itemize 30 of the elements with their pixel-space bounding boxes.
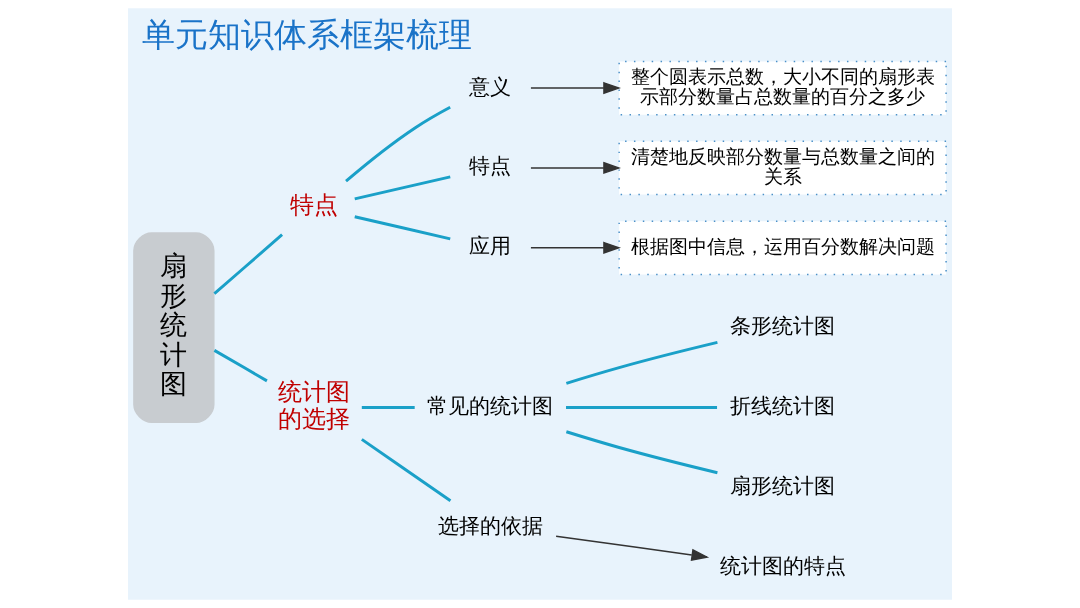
connector <box>213 233 284 295</box>
connector <box>361 406 415 410</box>
connector <box>566 406 718 410</box>
node-text: 特点 <box>290 191 339 220</box>
node-text: 折线统计图 <box>730 394 836 419</box>
node-text: 意义 <box>469 74 512 99</box>
diagram-title: 单元知识体系框架梳理 <box>142 16 472 54</box>
node-box: 整个圆表示总数，大小不同的扇形表示部分数量占总数量的百分之多少 <box>618 60 947 116</box>
connector <box>354 215 451 241</box>
arrow <box>555 535 710 562</box>
arrow <box>530 161 621 175</box>
arrow <box>530 81 621 95</box>
node-text: 选择的依据 <box>437 513 543 538</box>
node-text: 统计图的特点 <box>719 553 846 578</box>
connector <box>565 340 718 385</box>
connector <box>213 349 268 383</box>
node-text: 统计图的选择 <box>278 377 351 433</box>
node-box: 扇形统计图 <box>133 232 215 424</box>
arrow <box>530 241 621 254</box>
connector <box>360 438 452 502</box>
node-text: 条形统计图 <box>730 314 836 339</box>
node-box: 清楚地反映部分数量与总数量之间的关系 <box>618 140 947 196</box>
node-box: 根据图中信息，运用百分数解决问题 <box>618 220 947 276</box>
connector <box>345 105 451 183</box>
node-text: 特点 <box>469 154 512 179</box>
node-text: 扇形统计图 <box>730 473 836 498</box>
connector <box>354 175 451 201</box>
node-text: 常见的统计图 <box>427 394 554 419</box>
connector <box>565 430 718 475</box>
node-text: 应用 <box>469 234 512 259</box>
